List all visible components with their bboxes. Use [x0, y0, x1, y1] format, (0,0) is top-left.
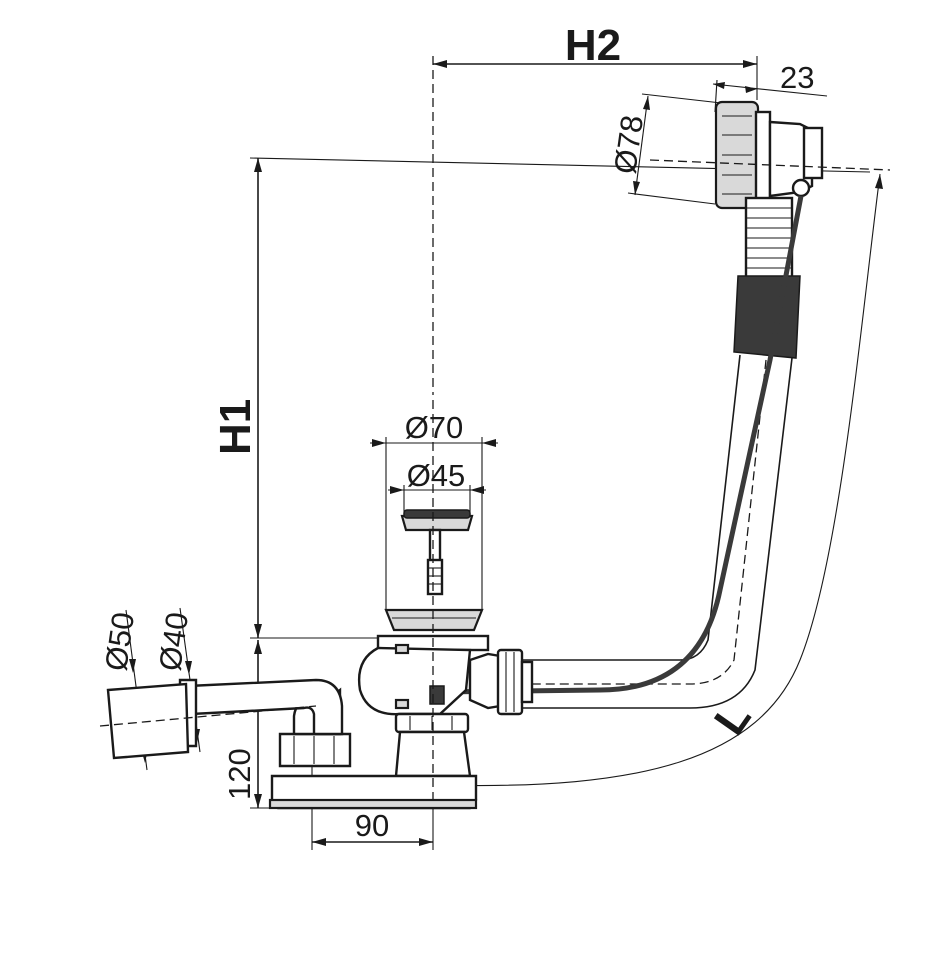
dimension-h2: H2 [432, 21, 758, 395]
siphon-outlet-pipe [99, 678, 344, 760]
label-d70: Ø70 [405, 410, 464, 445]
label-d45: Ø45 [407, 458, 466, 493]
label-23: 23 [780, 60, 814, 95]
drain-plug [400, 509, 474, 596]
dimension-d70: Ø70 [370, 410, 498, 610]
label-120: 120 [222, 748, 257, 800]
dimension-120: 120 [222, 640, 272, 809]
label-d40: Ø40 [152, 610, 195, 673]
dimension-23: 23 [712, 60, 828, 113]
overflow-flex-hose [733, 196, 801, 359]
label-h1: H1 [211, 399, 260, 455]
label-90: 90 [355, 808, 389, 843]
label-l: L [705, 694, 761, 744]
overflow-pipe [470, 354, 793, 709]
dimension-d78: Ø78 [607, 93, 731, 205]
label-d50: Ø50 [98, 610, 141, 673]
overflow-head [649, 100, 891, 210]
dimension-d50: Ø50 [98, 609, 148, 771]
drain-body [357, 643, 534, 716]
dimension-d45: Ø45 [388, 458, 486, 512]
label-h2: H2 [565, 21, 621, 70]
label-d78: Ø78 [607, 113, 650, 176]
bowden-cable [437, 195, 804, 695]
